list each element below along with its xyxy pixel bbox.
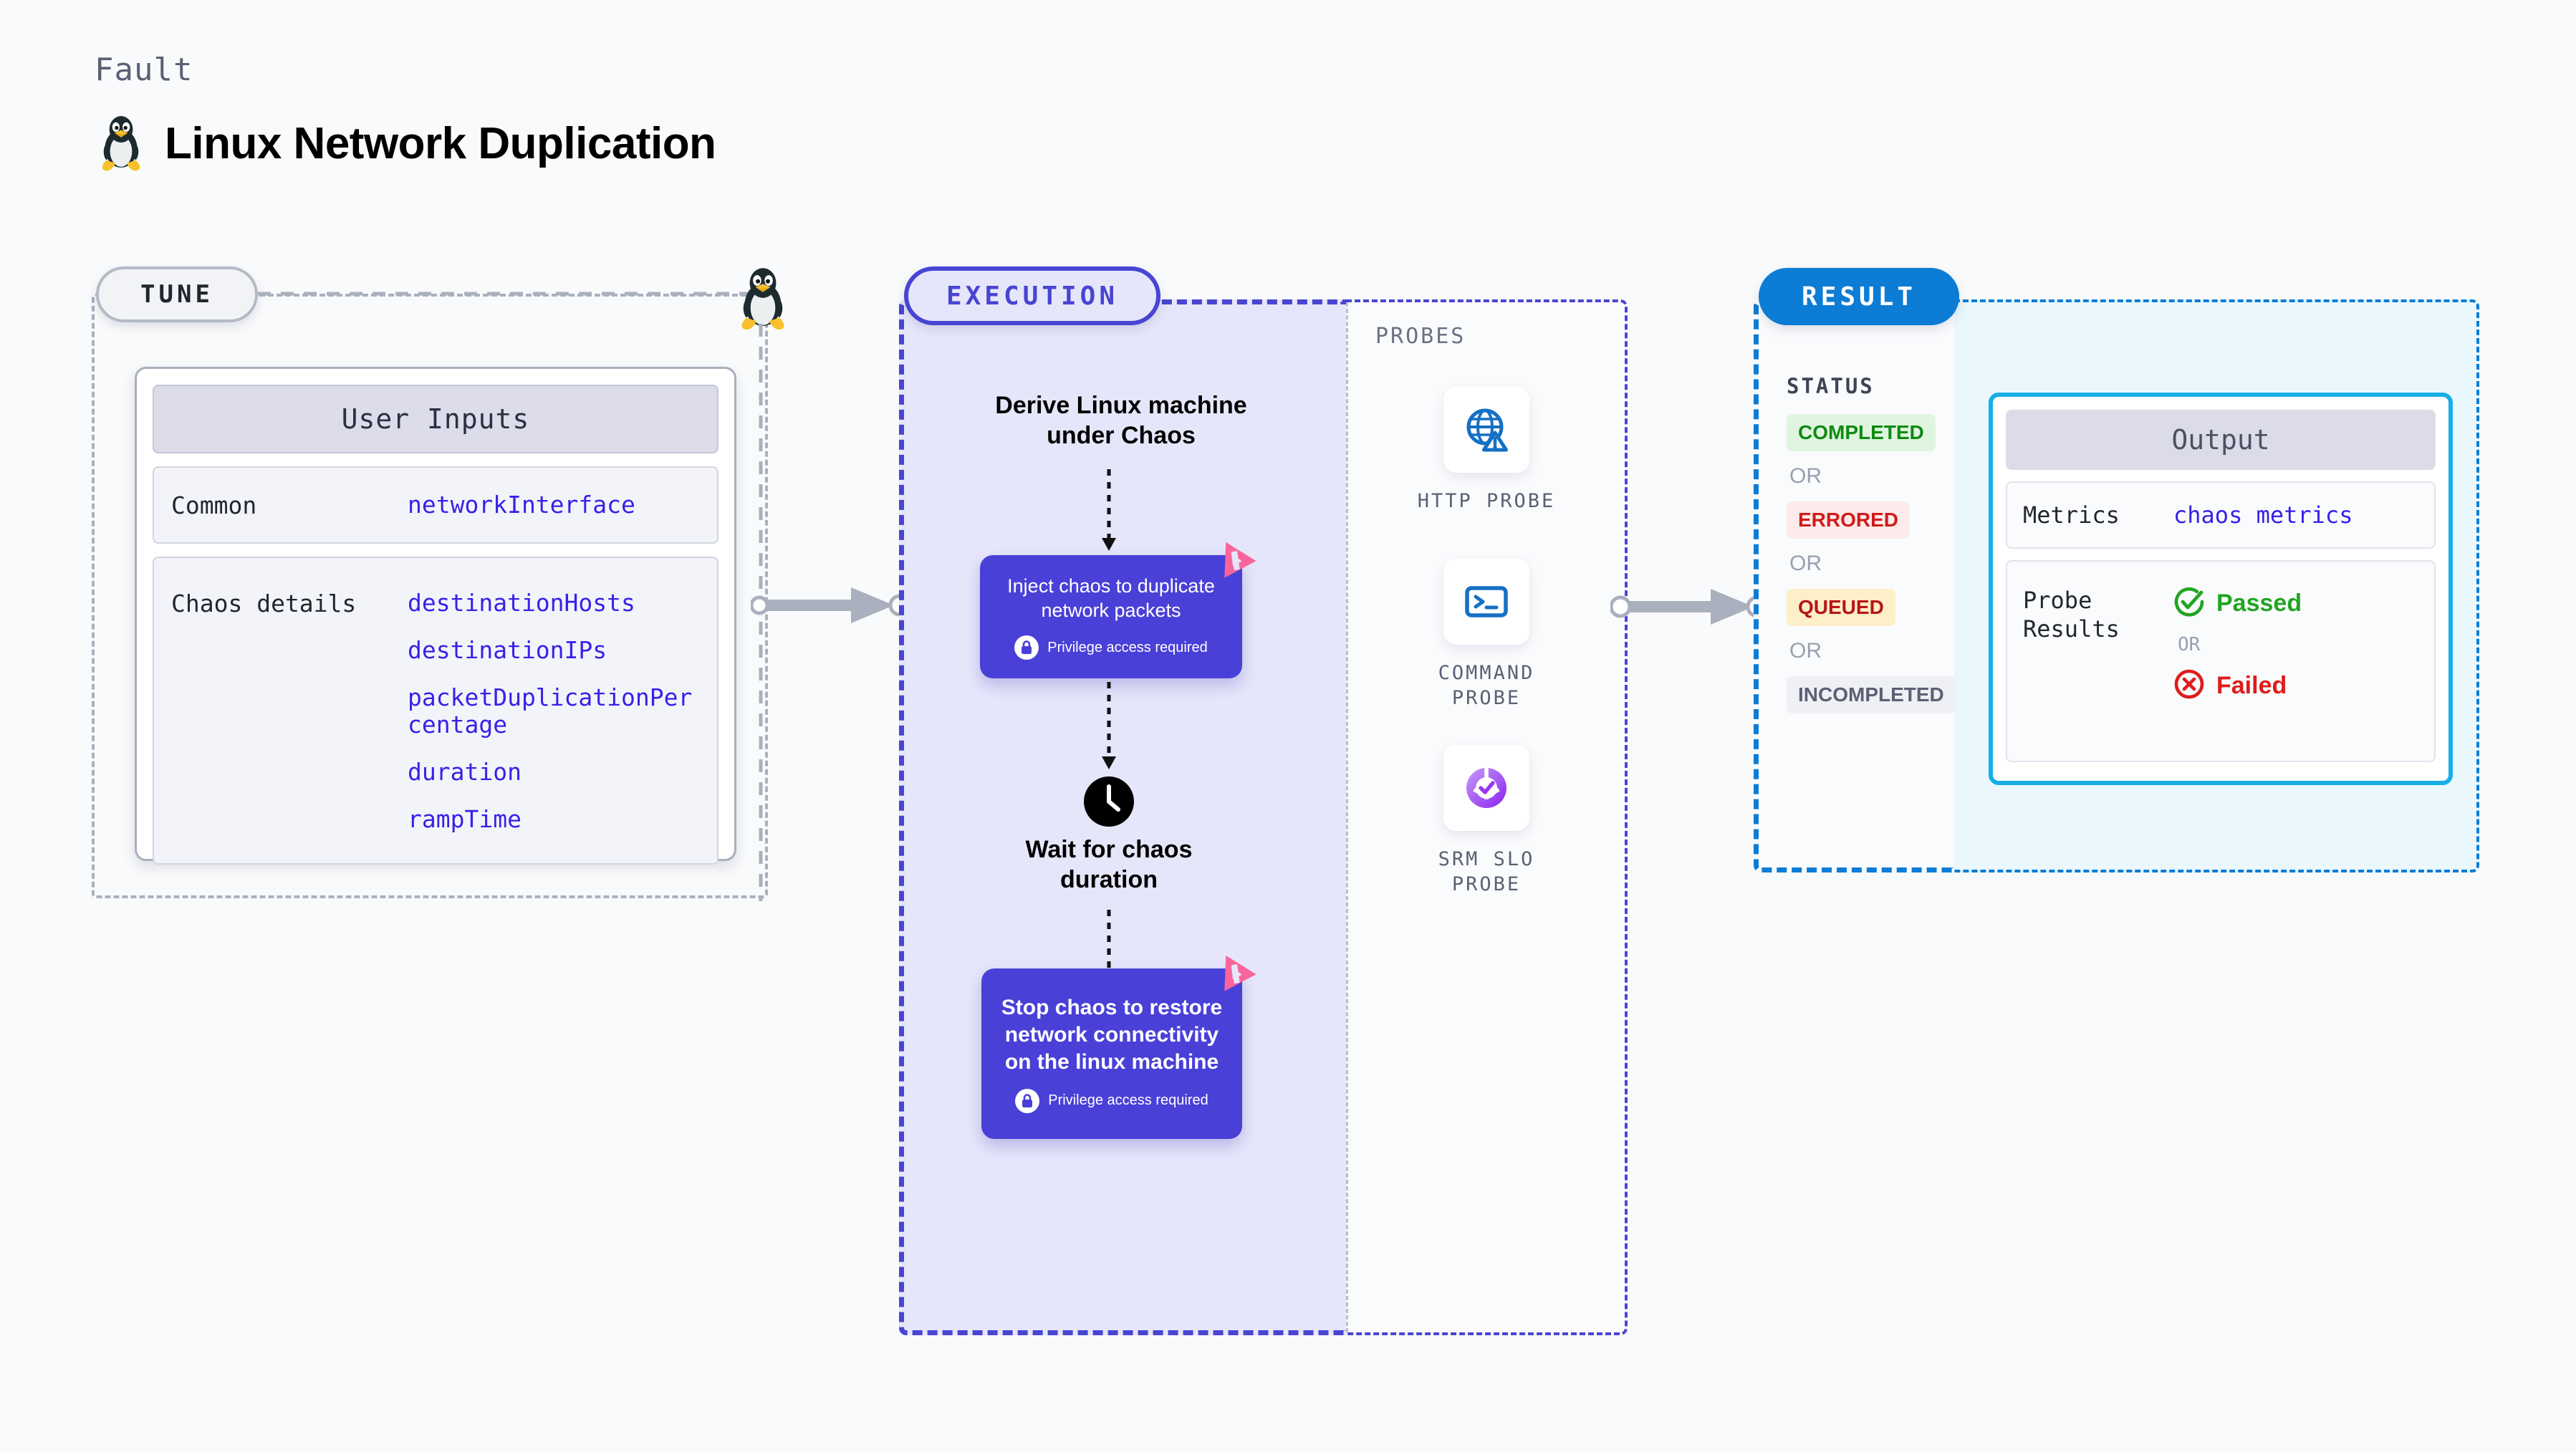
privilege-row: Privilege access required [1014,635,1208,660]
execution-pill[interactable]: EXECUTION [904,266,1160,325]
execution-chaos-card-stop[interactable]: Stop chaos to restore network connectivi… [981,968,1242,1139]
result-pill[interactable]: RESULT [1759,268,1959,325]
privilege-row: Privilege access required [1015,1088,1208,1113]
verdict-passed: Passed [2173,586,2302,621]
execution-step-wait-title: Wait for chaos duration [1025,836,1193,894]
output-row-metrics: Metrics chaos metrics [2006,481,2436,549]
tune-param-networkinterface[interactable]: networkInterface [408,491,635,519]
status-or-label: OR [1789,639,1822,663]
output-card-title: Output [2006,410,2436,470]
verdict-passed-label: Passed [2216,590,2302,617]
status-badge-errored: ERRORED [1787,501,1911,539]
tune-pill[interactable]: TUNE [96,266,258,322]
user-inputs-card: User Inputs Common networkInterface Chao… [135,367,736,865]
verdict-failed-label: Failed [2216,672,2287,699]
lock-icon [1015,1088,1040,1113]
status-title: STATUS [1787,374,1875,398]
page-title: Linux Network Duplication [165,118,716,168]
status-or-label: OR [1789,552,1822,575]
tune-param-destinationhosts[interactable]: destinationHosts [408,589,635,617]
probe-label: SRM SLO PROBE [1438,848,1535,896]
output-metrics-key: Metrics [2023,501,2120,529]
clock-icon [1082,775,1135,832]
lock-icon [1014,635,1039,660]
x-circle-icon [2173,668,2205,703]
execution-arrow-2 [1102,682,1116,769]
check-circle-icon [2173,586,2205,621]
status-badge-completed: COMPLETED [1787,414,1936,451]
tune-param-ramptime[interactable]: rampTime [408,804,522,833]
chaos-badge-icon [1212,536,1256,584]
probes-title: PROBES [1375,324,1466,349]
status-list: COMPLETED OR ERRORED OR QUEUED OR INCOMP… [1787,414,1956,713]
execution-step-derive-title: Derive Linux machine under Chaos [995,392,1247,450]
chaos-card-text: Stop chaos to restore network connectivi… [1001,996,1223,1074]
probe-label: HTTP PROBE [1417,490,1556,512]
page-title-row: Linux Network Duplication [97,115,716,172]
tune-row-common: Common networkInterface [153,466,719,544]
tune-param-packetduplicationpercentage[interactable]: packetDuplicationPercentage [408,683,693,739]
chaos-card-text: Inject chaos to duplicate network packet… [1007,574,1215,621]
user-inputs-title: User Inputs [153,385,719,453]
globe-warning-icon [1443,387,1529,473]
chaos-badge-icon [1212,949,1256,997]
output-card: Output Metrics chaos metrics Probe Resul… [1989,393,2453,785]
output-or-label: OR [2178,634,2201,655]
probe-item-command[interactable]: COMMAND PROBE [1400,559,1572,711]
probe-item-srm-slo[interactable]: SRM SLO PROBE [1400,745,1572,897]
status-or-label: OR [1789,464,1822,488]
execution-chaos-card-inject[interactable]: Inject chaos to duplicate network packet… [980,555,1242,678]
tune-param-duration[interactable]: duration [408,757,522,786]
execution-arrow-1 [1102,469,1116,551]
tune-row-key: Chaos details [171,590,357,617]
status-badge-incompleted: INCOMPLETED [1787,676,1956,713]
page-eyebrow: Fault [95,52,193,88]
linux-tux-icon [97,115,145,172]
privilege-text: Privilege access required [1047,639,1208,655]
srm-slo-icon [1443,745,1529,831]
arrow-tune-to-execution [751,587,911,623]
output-row-probe-results: Probe Results Passed OR [2006,560,2436,762]
probe-item-http[interactable]: HTTP PROBE [1400,387,1572,514]
tune-param-destinationips[interactable]: destinationIPs [408,635,607,664]
privilege-text: Privilege access required [1048,1092,1208,1109]
tune-dashed-connector [258,292,755,296]
tune-row-key: Common [171,491,257,519]
output-metrics-link[interactable]: chaos metrics [2173,501,2353,529]
arrow-execution-to-result [1610,589,1769,625]
probe-label: COMMAND PROBE [1438,662,1535,710]
verdict-failed: Failed [2173,668,2302,703]
tune-right-dashed-edge [759,324,763,901]
tune-edge-linux-tux-icon [736,266,789,335]
terminal-icon [1443,559,1529,645]
tune-row-chaos-details: Chaos details destinationHosts destinati… [153,557,719,865]
probes-divider [1346,302,1348,1332]
output-probe-results-key: Probe Results [2023,587,2120,643]
status-badge-queued: QUEUED [1787,589,1895,626]
